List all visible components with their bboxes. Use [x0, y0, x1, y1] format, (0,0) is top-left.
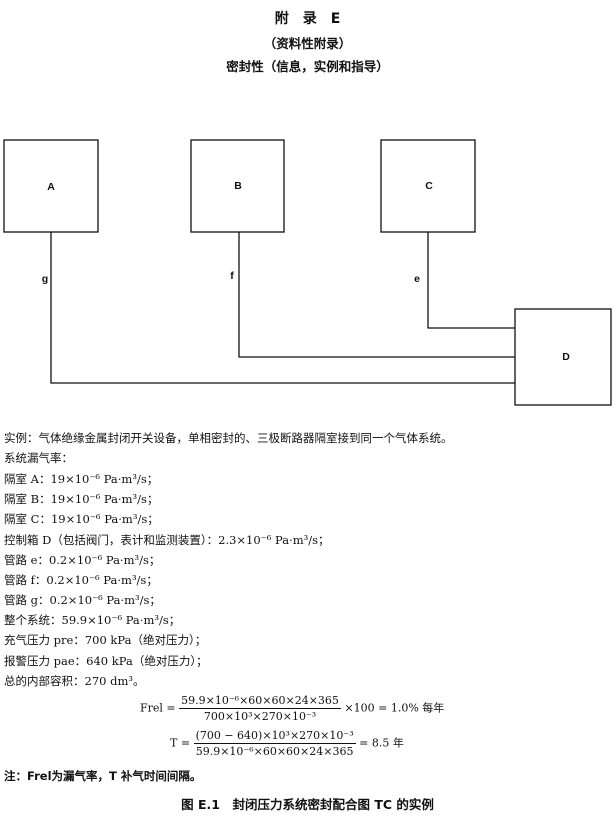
appendix-heading: 密封性（信息，实例和指导） — [226, 59, 389, 74]
pipe-label-e: e — [414, 273, 420, 285]
leak-rate-compartment-b: 隔室 B：19×10⁻⁶ Pa·m³/s； — [4, 492, 159, 506]
pipe-e-line — [427, 232, 515, 329]
formula-2-numerator: (700 − 640)×10³×270×10⁻³ — [193, 729, 356, 744]
note: 注：Frel为漏气率，T 补气时间间隔。 — [4, 769, 202, 783]
box-label-a: A — [47, 181, 55, 193]
refill-interval-formula: T = (700 − 640)×10³×270×10⁻³ 59.9×10⁻⁶×6… — [170, 729, 404, 758]
leak-rate-compartment-a: 隔室 A：19×10⁻⁶ Pa·m³/s； — [4, 472, 159, 486]
appendix-subtitle: （资料性附录） — [263, 36, 352, 51]
formula-1-fraction: 59.9×10⁻⁶×60×60×24×365 700×10³×270×10⁻³ — [179, 694, 341, 723]
box-label-d: D — [562, 351, 570, 363]
pipe-label-g: g — [42, 273, 48, 285]
example-intro: 实例：气体绝缘金属封闭开关设备，单相密封的、三极断路器隔室接到同一个气体系统。 — [4, 431, 453, 445]
pipe-f-line — [238, 232, 515, 358]
leak-rate-heading: 系统漏气率： — [4, 451, 73, 465]
formula-1-numerator: 59.9×10⁻⁶×60×60×24×365 — [179, 694, 341, 709]
pipe-g-line — [50, 232, 515, 384]
formula-1-lhs: Frel = — [140, 701, 176, 715]
leak-rate-formula: Frel = 59.9×10⁻⁶×60×60×24×365 700×10³×27… — [140, 694, 444, 723]
fill-pressure: 充气压力 pre：700 kPa（绝对压力）； — [4, 633, 207, 647]
leak-rate-total: 整个系统：59.9×10⁻⁶ Pa·m³/s； — [4, 613, 181, 627]
leak-rate-compartment-c: 隔室 C：19×10⁻⁶ Pa·m³/s； — [4, 512, 159, 526]
box-label-c: C — [425, 180, 433, 192]
formula-2-rhs: = 8.5 年 — [359, 736, 404, 750]
gas-system-diagram: A B C D g f e — [3, 139, 612, 406]
internal-volume: 总的内部容积：270 dm³。 — [4, 674, 145, 688]
formula-2-fraction: (700 − 640)×10³×270×10⁻³ 59.9×10⁻⁶×60×60… — [193, 729, 356, 758]
leak-rate-pipe-g: 管路 g：0.2×10⁻⁶ Pa·m³/s； — [4, 593, 161, 607]
pipe-label-f: f — [230, 270, 234, 282]
formula-2-denominator: 59.9×10⁻⁶×60×60×24×365 — [195, 745, 354, 758]
box-label-b: B — [234, 180, 242, 192]
appendix-title: 附 录 E — [274, 11, 341, 27]
formula-2-lhs: T = — [170, 736, 191, 750]
alarm-pressure: 报警压力 pae：640 kPa（绝对压力）； — [4, 654, 208, 668]
leak-rate-pipe-e: 管路 e：0.2×10⁻⁶ Pa·m³/s； — [4, 553, 161, 567]
formula-1-rhs: ×100 = 1.0% 每年 — [344, 701, 445, 715]
figure-caption: 图 E.1 封闭压力系统密封配合图 TC 的实例 — [181, 797, 434, 812]
leak-rate-control-box-d: 控制箱 D（包括阀门，表计和监测装置）：2.3×10⁻⁶ Pa·m³/s； — [4, 533, 330, 547]
leak-rate-pipe-f: 管路 f：0.2×10⁻⁶ Pa·m³/s； — [4, 573, 158, 587]
formula-1-denominator: 700×10³×270×10⁻³ — [203, 710, 317, 723]
compartment-b-box — [190, 139, 285, 233]
